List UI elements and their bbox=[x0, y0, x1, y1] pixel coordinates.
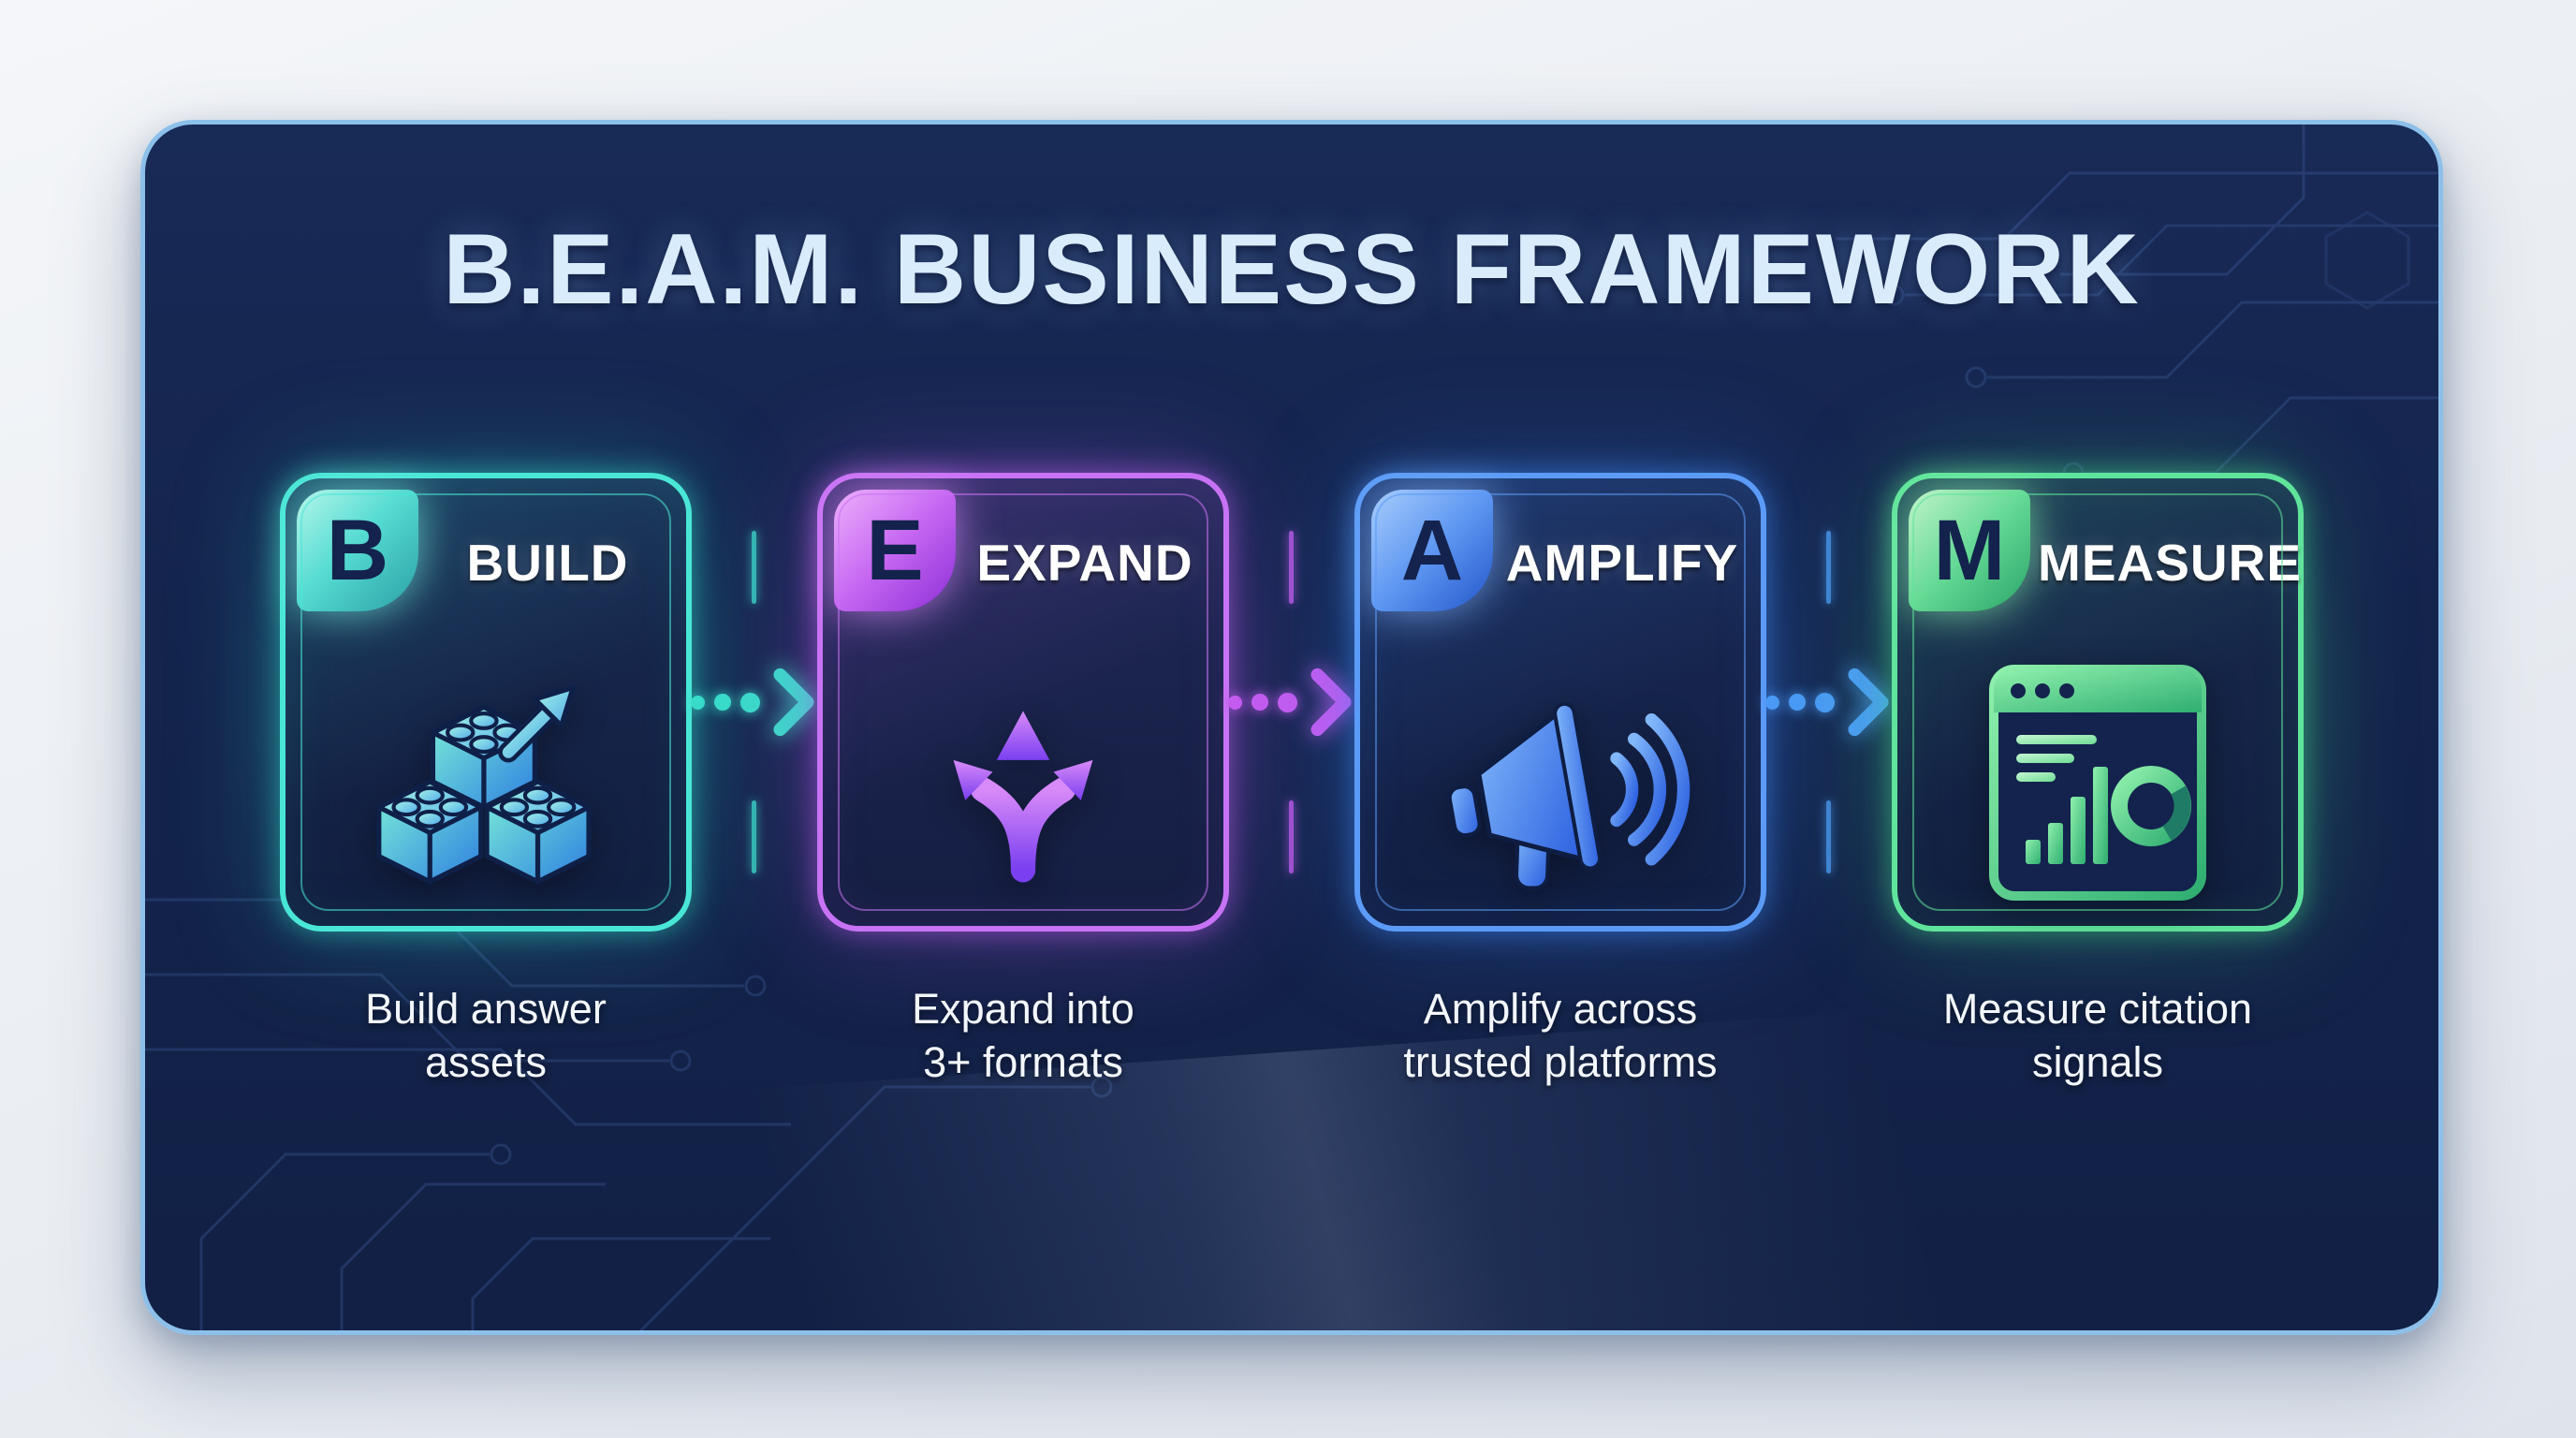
page-title: B.E.A.M. BUSINESS FRAMEWORK bbox=[443, 213, 2141, 325]
step-box-amplify: A AMPLIFY bbox=[1354, 473, 1766, 932]
circuit-tick bbox=[1289, 531, 1294, 604]
expand-caption: Expand into 3+ formats bbox=[912, 985, 1134, 1086]
amplify-letter-badge: A bbox=[1371, 490, 1493, 611]
circuit-tick bbox=[752, 531, 756, 604]
step-box-measure: M MEASURE bbox=[1892, 473, 2304, 932]
expand-letter-badge: E bbox=[834, 490, 956, 611]
circuit-tick bbox=[1289, 800, 1294, 873]
flow-arrow-amplify-to-measure bbox=[1765, 473, 1893, 932]
circuit-tick bbox=[1826, 531, 1831, 604]
build-letter-badge: B bbox=[297, 490, 418, 611]
circuit-tick bbox=[752, 800, 756, 873]
flow-arrow-expand-to-amplify bbox=[1228, 473, 1355, 932]
dotted-chevron-arrow-icon bbox=[1228, 657, 1355, 747]
dotted-chevron-arrow-icon bbox=[691, 657, 818, 747]
step-box-build: B BUILD bbox=[280, 473, 692, 932]
analytics-dashboard-icon bbox=[1957, 649, 2238, 916]
measure-letter-badge: M bbox=[1909, 490, 2030, 611]
amplify-title: AMPLIFY bbox=[1505, 534, 1739, 592]
measure-caption: Measure citation signals bbox=[1942, 985, 2253, 1086]
flow-arrow-build-to-expand bbox=[691, 473, 818, 932]
building-blocks-growth-icon bbox=[345, 649, 626, 916]
steps-row: B BUILD bbox=[145, 473, 2438, 932]
expand-title: EXPAND bbox=[976, 534, 1193, 592]
amplify-caption: Amplify across trusted platforms bbox=[1403, 985, 1718, 1086]
dotted-chevron-arrow-icon bbox=[1765, 657, 1893, 747]
measure-title: MEASURE bbox=[2038, 534, 2303, 592]
framework-card: B.E.A.M. BUSINESS FRAMEWORK B BUILD bbox=[140, 120, 2443, 1335]
captions-row: Build answer assets Expand into 3+ forma… bbox=[145, 983, 2438, 1089]
step-box-expand: E EXPAND bbox=[817, 473, 1229, 932]
circuit-tick bbox=[1826, 800, 1831, 873]
build-caption: Build answer assets bbox=[365, 985, 607, 1086]
build-title: BUILD bbox=[466, 534, 629, 592]
three-way-arrows-icon bbox=[883, 649, 1164, 916]
megaphone-icon bbox=[1420, 649, 1701, 916]
